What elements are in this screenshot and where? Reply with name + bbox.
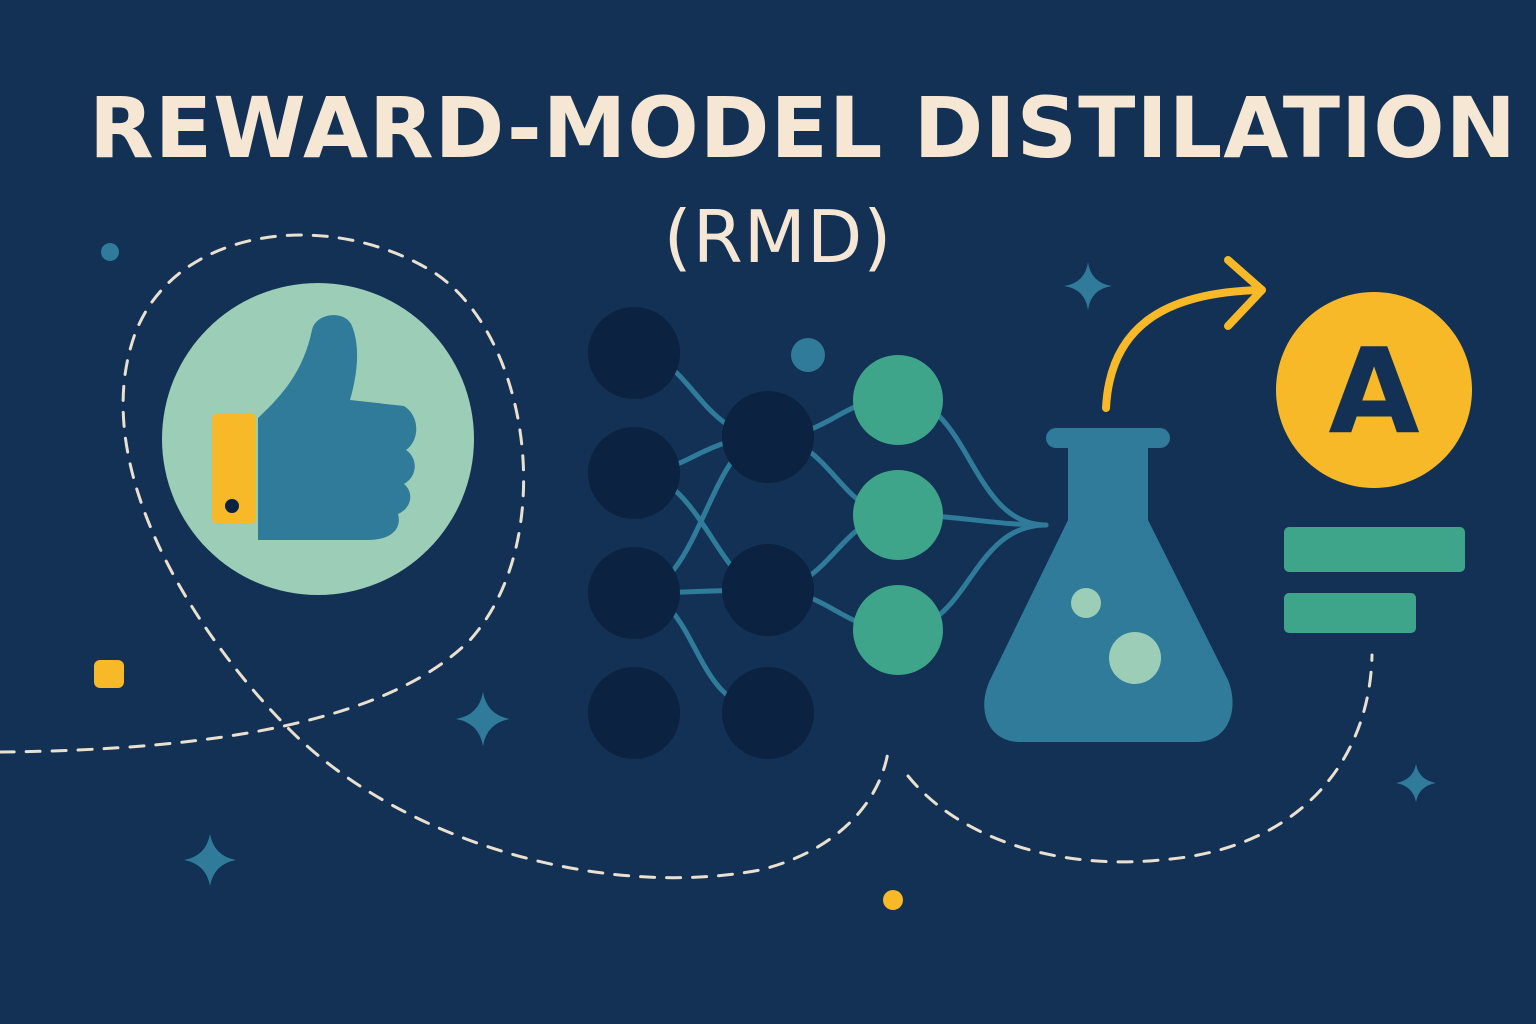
page-title: REWARD-MODEL DISTILATION xyxy=(89,79,1517,177)
decorative-square xyxy=(94,660,124,688)
network-node xyxy=(853,585,943,675)
decorative-dots xyxy=(94,243,903,910)
decorative-dot xyxy=(883,890,903,910)
sparkle-icon xyxy=(456,692,510,746)
dashed-loop-path xyxy=(0,233,890,880)
page-subtitle: (RMD) xyxy=(663,195,893,279)
thumbs-up-icon xyxy=(162,283,474,595)
neural-network-icon xyxy=(588,307,1049,759)
hidden-layer-nodes xyxy=(722,391,814,759)
sparkle-icons xyxy=(184,262,1436,886)
network-node xyxy=(722,667,814,759)
network-node xyxy=(588,307,680,399)
arrow-icon xyxy=(1102,256,1266,412)
network-node xyxy=(588,427,680,519)
decorative-dot xyxy=(101,243,119,261)
network-node xyxy=(722,544,814,636)
grade-letter: A xyxy=(1328,322,1419,460)
network-connections xyxy=(631,350,1049,713)
network-node xyxy=(588,667,680,759)
network-node xyxy=(722,391,814,483)
grade-badge-icon: A xyxy=(1276,292,1472,488)
score-bars xyxy=(1284,527,1465,633)
sparkle-icon xyxy=(184,834,236,886)
sparkle-icon xyxy=(1396,764,1436,802)
input-layer-nodes xyxy=(588,307,680,759)
network-node xyxy=(853,355,943,445)
flask-icon xyxy=(984,428,1233,742)
network-node xyxy=(853,470,943,560)
dashed-paths xyxy=(0,233,1374,880)
output-layer-nodes xyxy=(853,355,943,675)
sparkle-icon xyxy=(1064,262,1112,310)
network-node xyxy=(588,547,680,639)
dashed-arc-path xyxy=(906,653,1374,864)
floating-dot xyxy=(791,338,825,372)
